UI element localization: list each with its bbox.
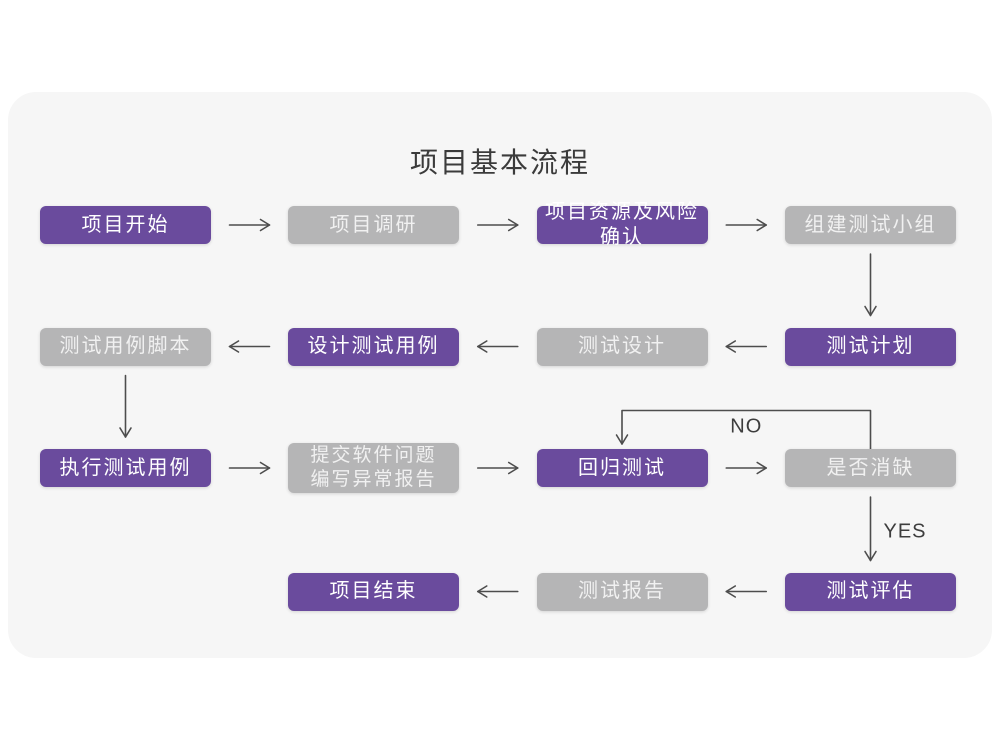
flow-node-run-test-cases: 执行测试用例 [40, 449, 211, 487]
flow-node-test-evaluation: 测试评估 [785, 572, 956, 611]
flow-node-project-research: 项目调研 [288, 206, 459, 244]
flow-node-project-start: 项目开始 [40, 206, 211, 244]
flow-node-test-plan: 测试计划 [785, 327, 956, 366]
page-title: 项目基本流程 [409, 147, 590, 178]
flow-node-regression-test: 回归测试 [536, 449, 708, 487]
flow-node-resource-risk: 项目资源及风险确认 [536, 201, 708, 248]
flow-node-test-design: 测试设计 [536, 327, 708, 366]
flow-node-defect-cleared: 是否消缺 [785, 449, 956, 487]
edge-label-no: NO [730, 415, 763, 437]
flow-node-submit-issues: 提交软件问题 编写异常报告 [288, 443, 459, 493]
flow-node-test-report: 测试报告 [536, 572, 708, 611]
flow-node-test-case-script: 测试用例脚本 [40, 327, 211, 366]
edge-label-yes: YES [883, 520, 927, 543]
flowchart-card [8, 92, 992, 658]
flow-node-build-test-team: 组建测试小组 [785, 206, 956, 244]
flow-node-design-test-cases: 设计测试用例 [288, 327, 459, 366]
flow-node-project-end: 项目结束 [288, 572, 459, 611]
